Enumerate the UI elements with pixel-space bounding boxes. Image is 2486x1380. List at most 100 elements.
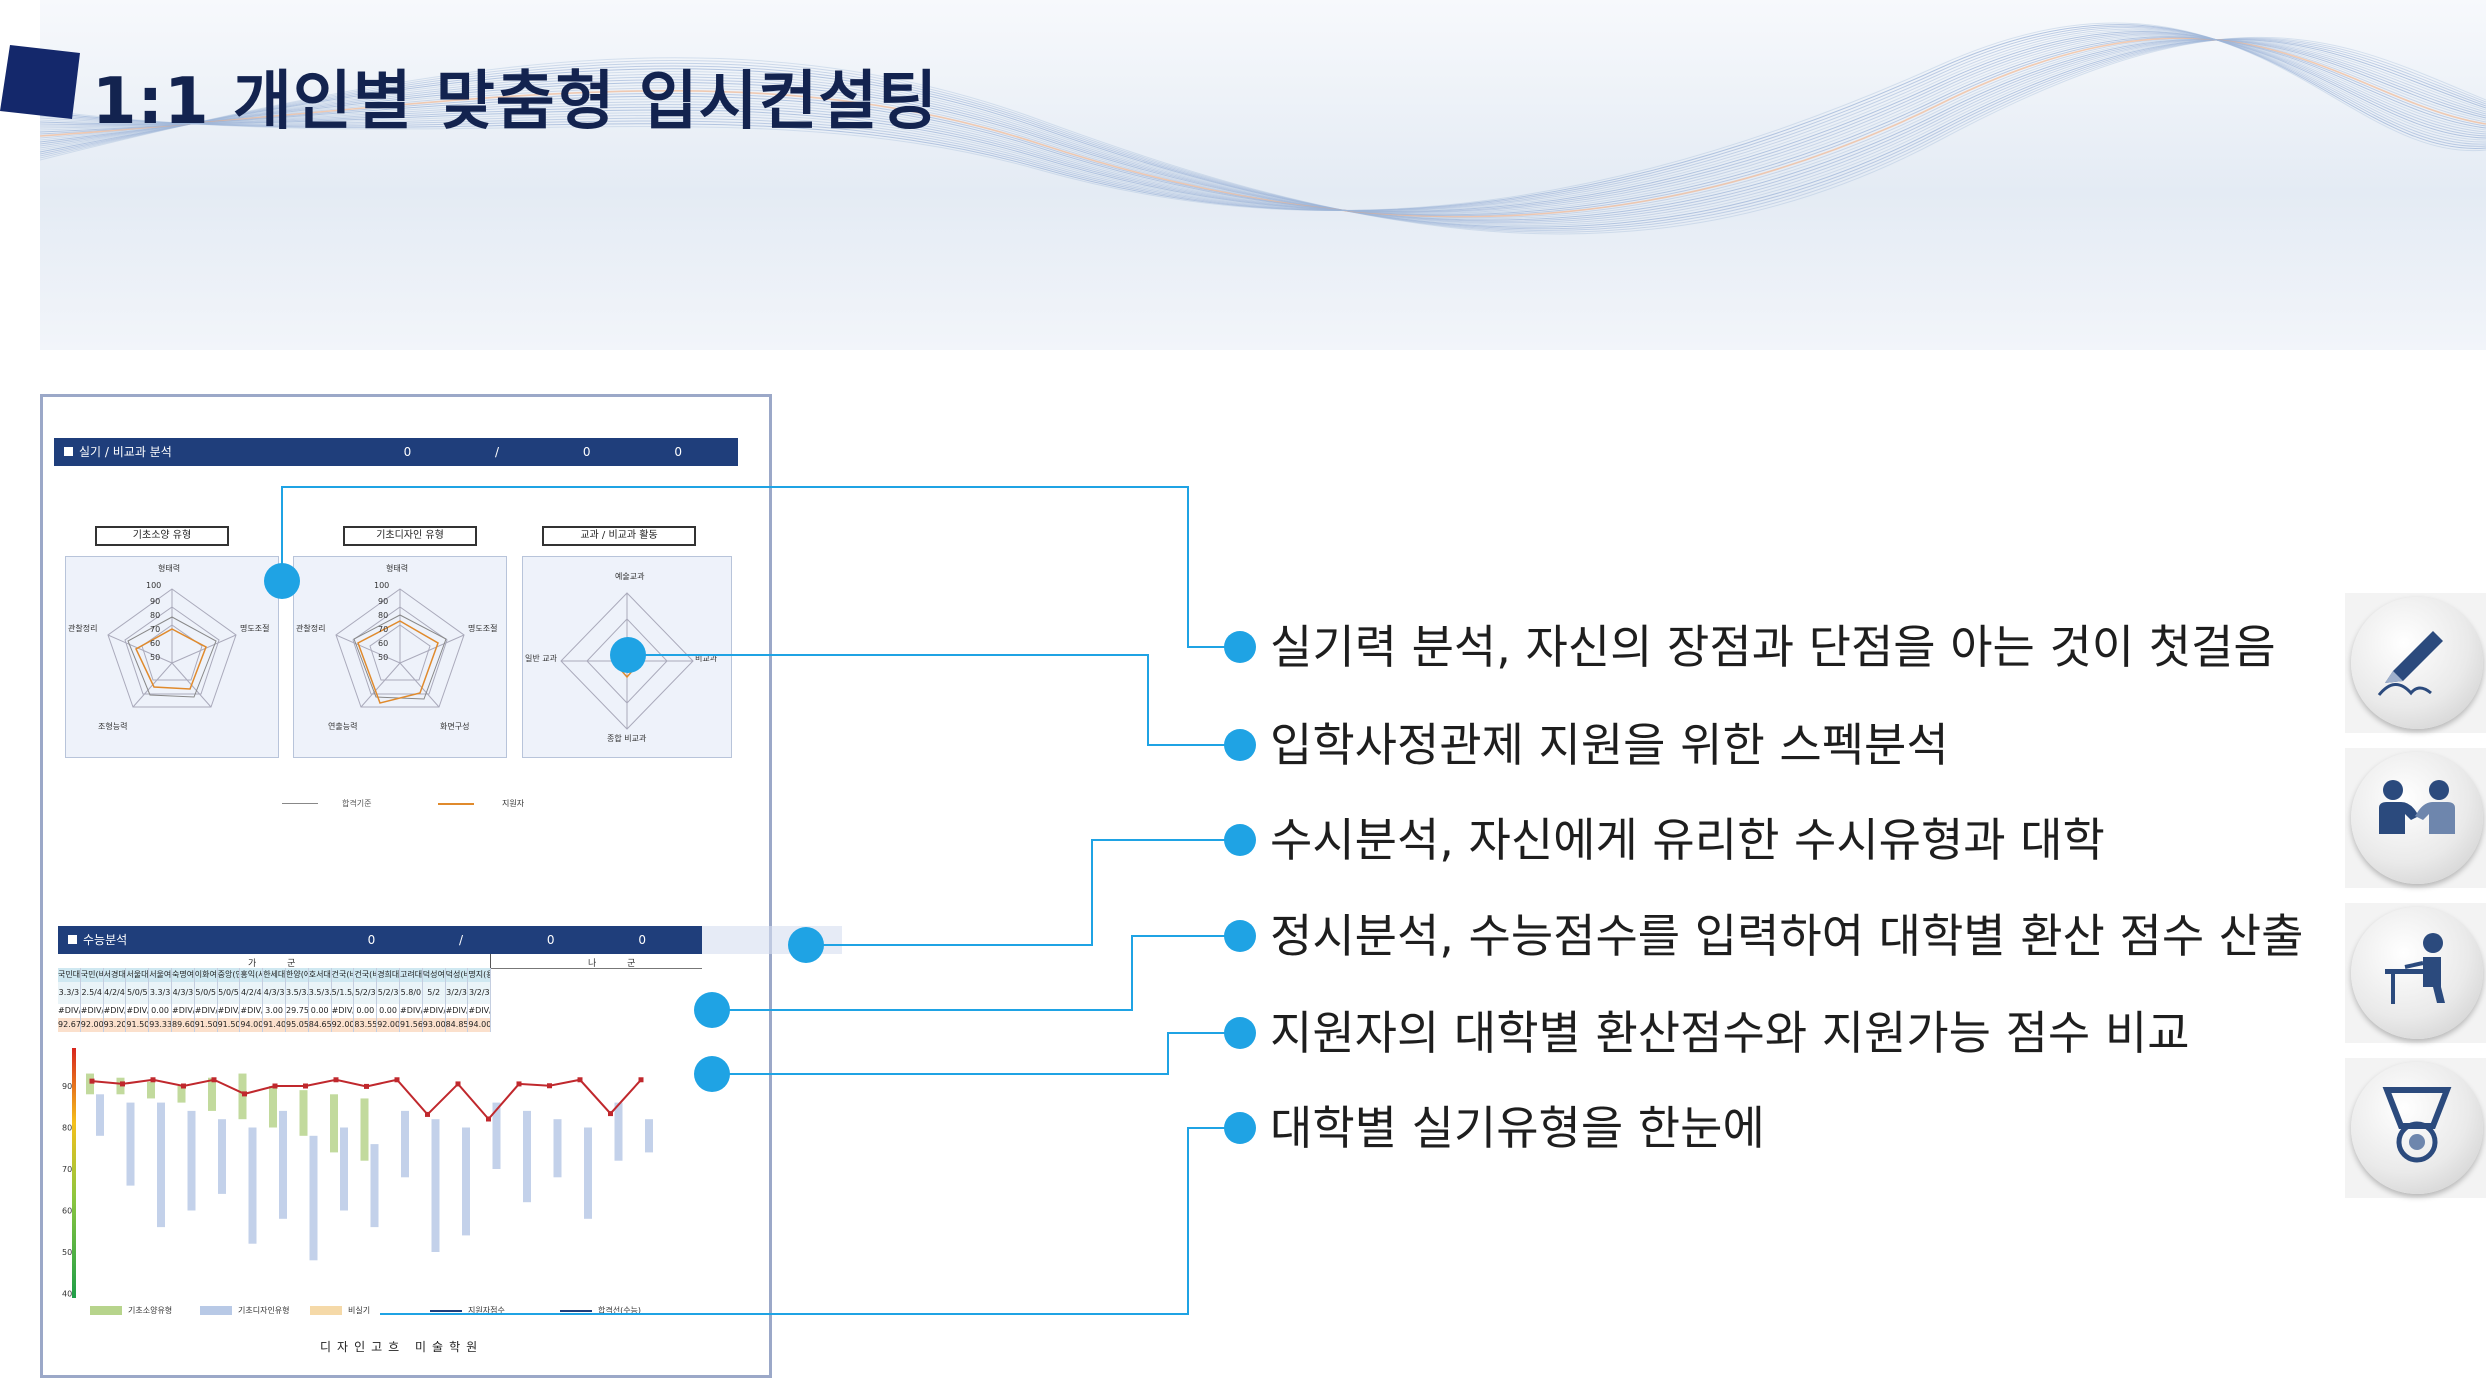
y-tick-label: 60: [62, 1207, 72, 1216]
range-bar-design: [523, 1110, 531, 1203]
table-cell: 92.00: [80, 1018, 104, 1032]
legend-swatch: [560, 1310, 592, 1312]
table-cell: 4/3/3: [172, 982, 195, 1004]
legend-label: 합격선(수능): [598, 1306, 642, 1315]
tick-label: 90: [378, 597, 389, 606]
page-mark: 0 / 0 0: [367, 933, 686, 947]
table-cell: 5/2/3: [377, 982, 400, 1004]
tick-label: 70: [150, 625, 161, 634]
range-bar-design: [309, 1135, 318, 1261]
header-background: [40, 0, 2486, 350]
table-cell: 91.50: [217, 1018, 241, 1032]
tick-label: 100: [146, 581, 162, 590]
legend-label: 비실기: [348, 1306, 371, 1315]
y-tick-label: 90: [62, 1082, 72, 1091]
page-mark: 0 / 0 0: [403, 445, 722, 459]
axis-label: 형태력: [158, 564, 181, 573]
table-cell: 89.60: [172, 1018, 195, 1032]
sat-score-table: 국민대국민(비)서경대서울대서울여대숙명여대이화여대중앙(안)홍익(세)한세대한…: [58, 968, 742, 1034]
table-cell: 91.50: [126, 1018, 150, 1032]
axis-label: 일반 교과: [525, 654, 557, 663]
group-label: 가 군: [248, 959, 310, 969]
axis-label: 종합 비교과: [607, 734, 647, 743]
table-cell: 92.00: [377, 1018, 400, 1032]
panel-header-practical: 실기 / 비교과 분석 0 / 0 0: [54, 438, 738, 466]
page-title: 1:1 개인별 맞춤형 입시컨설팅: [92, 65, 939, 139]
table-cell: 4/3/3: [263, 982, 286, 1004]
table-cell: 5/1.5/3: [331, 982, 355, 1004]
table-cell: #DIV/0!: [331, 1004, 355, 1018]
cutline-point: [638, 1077, 644, 1083]
table-cell: 고려대: [400, 968, 423, 982]
handshake-icon: [2379, 780, 2455, 834]
callout-score-compare: 지원자의 대학별 환산점수와 지원가능 점수 비교: [1270, 1006, 2190, 1060]
table-cell: 92.00: [331, 1018, 355, 1032]
range-bar-design: [462, 1127, 470, 1236]
range-bar-basic: [177, 1086, 186, 1103]
panel-header-sat: 수능분석 0 / 0 0: [58, 926, 702, 954]
wave-line: [40, 35, 2486, 215]
range-bar-design: [157, 1102, 165, 1228]
table-cell: #DIV/0!: [194, 1004, 218, 1018]
axis-label: 화면구성: [440, 722, 470, 731]
tick-label: 50: [378, 653, 389, 662]
cutline-point: [181, 1083, 186, 1089]
axis-label: 형태력: [386, 564, 409, 573]
range-bar-basic: [147, 1081, 155, 1099]
table-cell: #DIV/0!: [103, 1004, 127, 1018]
table-cell: #DIV/0!: [172, 1004, 195, 1018]
table-cell: #DIV/0!: [468, 1004, 492, 1018]
range-bar-basic: [269, 1086, 277, 1128]
tick-label: 80: [378, 611, 389, 620]
table-cell: 0.00: [377, 1004, 400, 1018]
y-tick-label: 40: [62, 1290, 72, 1299]
axis-label: 예술교과: [615, 572, 645, 581]
tick-label: 60: [378, 639, 389, 648]
y-tick-label: 70: [62, 1165, 72, 1174]
table-cell: 국민대: [58, 968, 81, 982]
table-cell: #DIV/0!: [217, 1004, 241, 1018]
table-cell: 3/2/3: [445, 982, 469, 1004]
axis-label: 관찰정리: [68, 624, 98, 633]
callout-bullet: [1224, 1112, 1256, 1144]
table-cell: 0.00: [308, 1004, 332, 1018]
table-cell: 94.00: [240, 1018, 264, 1032]
table-cell: 3.3/3: [58, 982, 81, 1004]
table-cell: 0.00: [149, 1004, 172, 1018]
legend-label: 지원자: [502, 799, 525, 808]
legend-label: 기초디자인유형: [238, 1306, 290, 1315]
table-cell: #DIV/0!: [445, 1004, 469, 1018]
chart-label-activity: 교과 / 비교과 활동: [542, 526, 696, 546]
pencil-icon: [2377, 631, 2443, 696]
range-bar-design: [187, 1110, 196, 1211]
cutline-point: [211, 1077, 217, 1083]
wave-line: [40, 29, 2486, 212]
callout-practical-types: 대학별 실기유형을 한눈에: [1270, 1101, 1765, 1155]
tick-label: 100: [374, 581, 390, 590]
student-desk-icon: [2385, 933, 2445, 1004]
range-bar-design: [584, 1127, 592, 1219]
table-cell: 5/2/3: [354, 982, 378, 1004]
cutline-point: [577, 1077, 583, 1083]
table-cell: 3.3/3: [149, 982, 172, 1004]
callout-early-admission: 수시분석, 자신에게 유리한 수시유형과 대학: [1270, 813, 2105, 867]
table-cell: 호서대: [308, 968, 332, 982]
wave-line: [40, 39, 2486, 221]
table-cell: 중앙(안): [217, 968, 241, 982]
wave-line: [40, 39, 2486, 227]
cutline-point: [242, 1091, 247, 1097]
legend-label: 기초소양유형: [128, 1306, 173, 1315]
table-cell: 95.05: [286, 1018, 309, 1032]
range-bar-design: [96, 1094, 104, 1136]
table-cell: 건국(비): [331, 968, 355, 982]
table-cell: 국민(비): [80, 968, 104, 982]
table-cell: 4/2/4: [103, 982, 127, 1004]
callout-bullet: [1224, 1017, 1256, 1049]
side-icon-pencil: [2345, 593, 2486, 733]
table-cell: 건국(비): [354, 968, 378, 982]
axis-label: 비교과: [695, 654, 718, 663]
callout-bullet: [1224, 729, 1256, 761]
range-bar-design: [492, 1102, 501, 1169]
callout-regular-admission: 정시분석, 수능점수를 입력하여 대학별 환산 점수 산출: [1270, 909, 2304, 963]
